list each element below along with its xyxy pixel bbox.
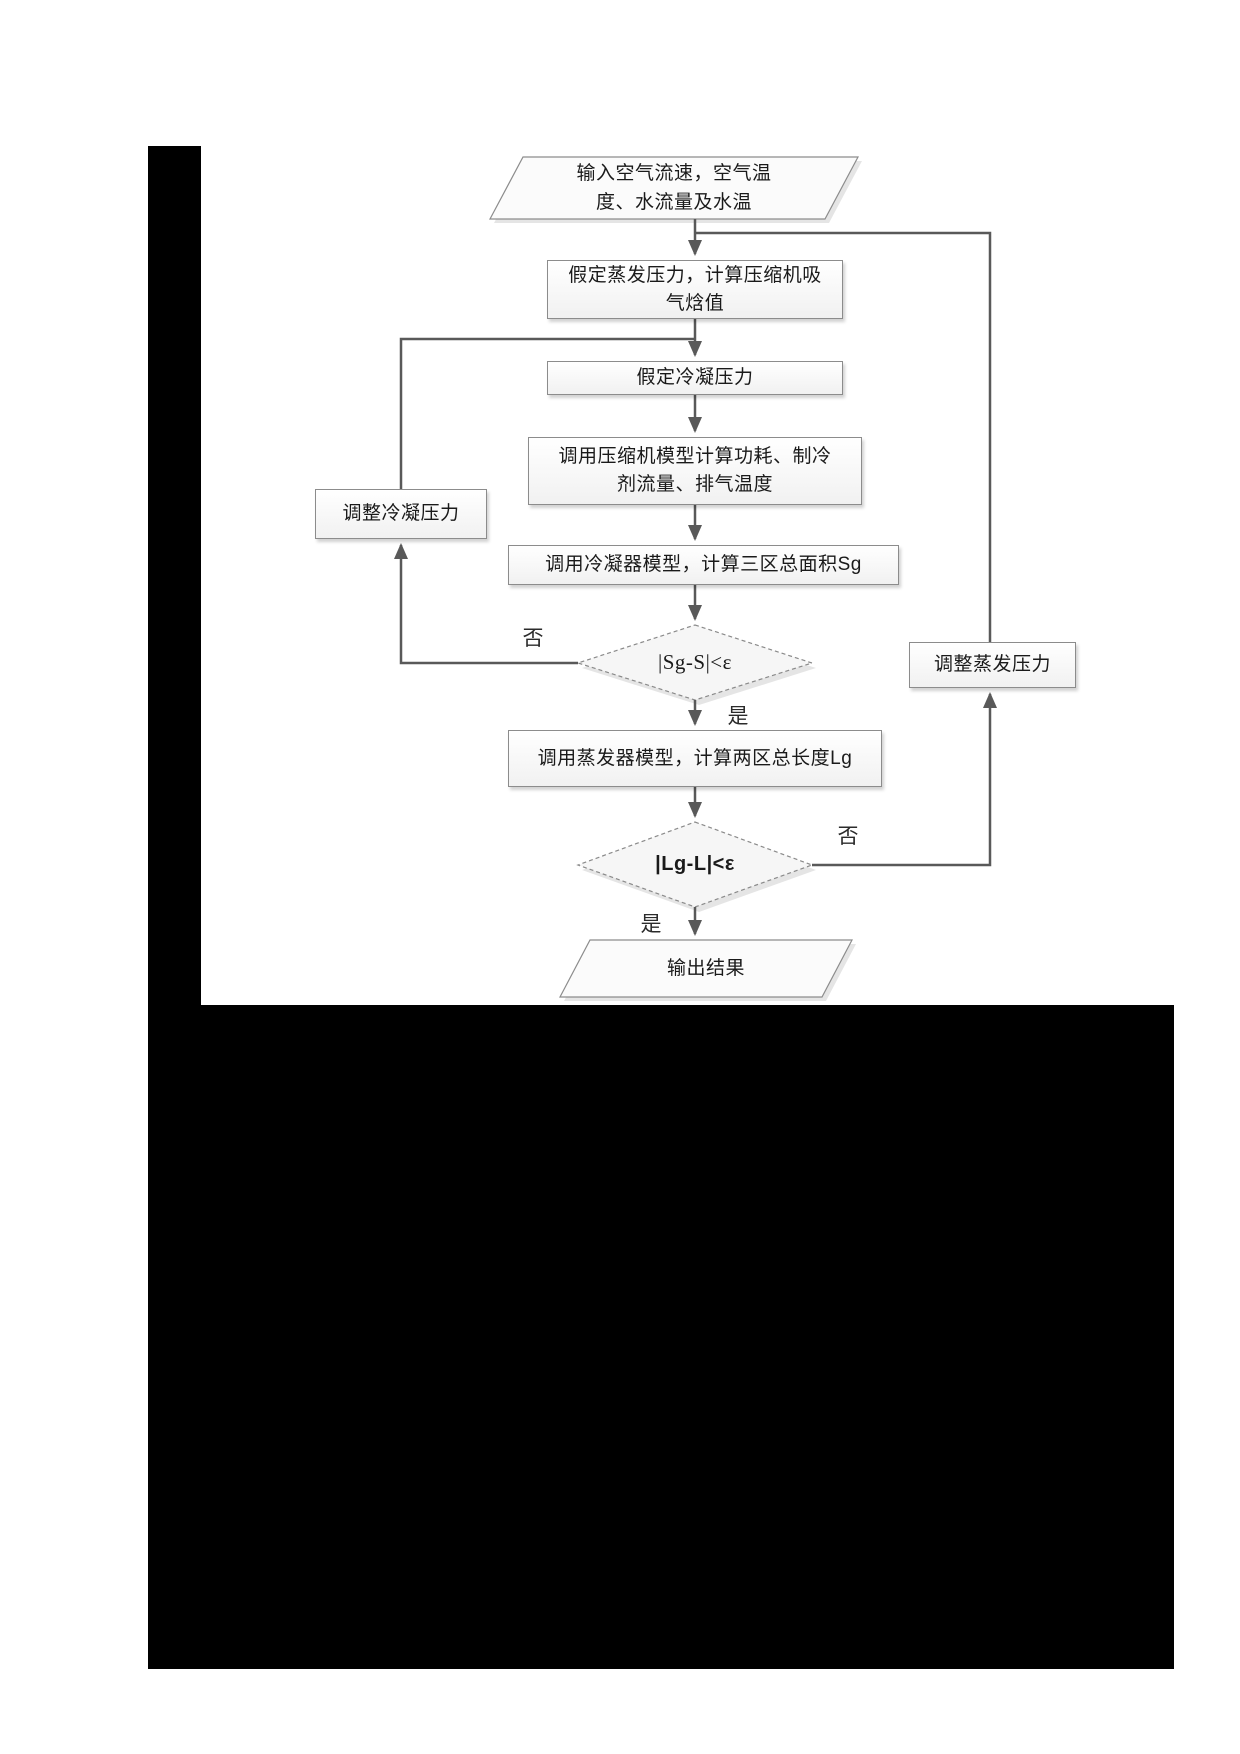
input-parallelogram	[489, 156, 859, 220]
node-adjust-evaporation: 调整蒸发压力	[909, 642, 1076, 688]
node-evaporator-model: 调用蒸发器模型，计算两区总长度Lg	[508, 730, 882, 787]
node-assume-condensation-label: 假定冷凝压力	[636, 367, 754, 389]
edge-label-decision-length-no: 否	[837, 825, 859, 848]
node-decision-length-label: |Lg-L|<ε	[655, 853, 735, 875]
node-input-line2: 度、水流量及水温	[595, 192, 752, 213]
node-assume-evaporation-line1: 假定蒸发压力，计算压缩机吸	[568, 264, 822, 286]
redaction-block-left-bar	[148, 146, 201, 1669]
edge-label-decision-length-yes: 是	[640, 913, 662, 936]
node-decision-area-label: |Sg-S|<ε	[658, 650, 732, 675]
node-assume-evaporation-line2: 气焓值	[665, 292, 725, 314]
connector-decision-area-no	[394, 543, 578, 665]
node-output: 输出结果	[560, 940, 852, 997]
node-decision-area: |Sg-S|<ε	[578, 625, 812, 700]
node-compressor-model-line1: 调用压缩机模型计算功耗、制冷	[558, 446, 832, 468]
node-adjust-evaporation-label: 调整蒸发压力	[933, 654, 1051, 676]
edge-label-decision-area-no: 否	[522, 627, 544, 650]
node-evaporator-model-label: 调用蒸发器模型，计算两区总长度Lg	[537, 747, 853, 769]
node-assume-condensation: 假定冷凝压力	[547, 361, 843, 395]
connector-decision-length-no	[812, 692, 997, 867]
node-assume-evaporation: 假定蒸发压力，计算压缩机吸 气焓值	[547, 260, 843, 319]
node-adjust-condensation: 调整冷凝压力	[315, 489, 487, 539]
node-adjust-condensation-label: 调整冷凝压力	[342, 503, 460, 525]
connector-adjust-cond-feedback	[399, 337, 695, 489]
output-parallelogram	[559, 939, 853, 998]
connector-adjust-evap-feedback	[695, 231, 992, 642]
node-compressor-model: 调用压缩机模型计算功耗、制冷 剂流量、排气温度	[528, 437, 862, 505]
node-input-line1: 输入空气流速，空气温	[576, 162, 772, 184]
node-output-label: 输出结果	[666, 957, 745, 979]
redaction-block-main	[201, 1005, 1174, 1669]
edge-label-decision-area-yes: 是	[727, 705, 749, 728]
node-input: 输入空气流速，空气温 度、水流量及水温	[490, 157, 858, 219]
node-decision-length: |Lg-L|<ε	[578, 822, 812, 907]
node-compressor-model-line2: 剂流量、排气温度	[616, 474, 773, 495]
node-condenser-model: 调用冷凝器模型，计算三区总面积Sg	[508, 545, 899, 585]
node-condenser-model-label: 调用冷凝器模型，计算三区总面积Sg	[545, 554, 862, 576]
